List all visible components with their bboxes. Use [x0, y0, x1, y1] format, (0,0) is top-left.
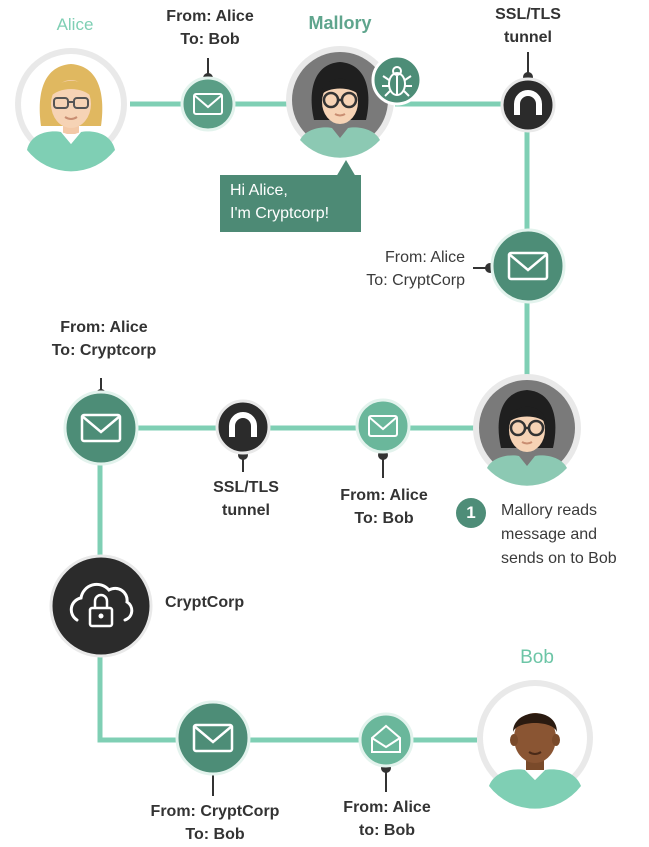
- bob-name-label: Bob: [520, 647, 554, 668]
- message-to: To: CryptCorp: [366, 272, 465, 289]
- message-from: From: Alice: [166, 8, 254, 25]
- mallory-name-label: Mallory: [308, 13, 372, 33]
- envelope-icon: [355, 398, 411, 454]
- envelope-icon: [490, 228, 566, 304]
- step-line: sends on to Bob: [501, 550, 617, 567]
- envelope-icon: [180, 76, 236, 132]
- speech-bubble: Hi Alice, I'm Cryptcorp!: [220, 175, 361, 232]
- message-label-4: From: Alice To: Bob: [340, 484, 427, 530]
- message-label-3: From: Alice To: Cryptcorp: [52, 316, 157, 362]
- bob-avatar: [477, 680, 593, 809]
- callout-pins: [96, 52, 533, 796]
- message-to: To: Bob: [185, 826, 245, 843]
- speech-bubble-tail: [336, 160, 356, 177]
- tunnel-label-line: SSL/TLS: [213, 479, 279, 496]
- message-to: To: Cryptcorp: [51, 342, 157, 359]
- message-label-6: From: Alice to: Bob: [343, 796, 430, 842]
- service-label: CryptCorp: [165, 594, 245, 611]
- mallory-avatar: [286, 46, 394, 158]
- tunnel-icon: [215, 399, 271, 455]
- bug-icon: [371, 54, 423, 106]
- envelope-icon: [175, 700, 251, 776]
- message-from: From: Alice: [384, 249, 465, 266]
- tunnel-icon: [500, 77, 556, 133]
- message-label-5: From: CryptCorp To: Bob: [151, 800, 280, 846]
- tunnel-label-2: SSL/TLS tunnel: [213, 476, 279, 522]
- message-label-2: From: Alice To: CryptCorp: [330, 246, 465, 292]
- cloud-lock-icon: [49, 554, 153, 658]
- tunnel-label-line: SSL/TLS: [495, 6, 561, 23]
- message-from: From: Alice: [60, 319, 148, 336]
- alice-name-label: Alice: [56, 15, 94, 34]
- message-to: to: Bob: [359, 822, 415, 839]
- open-envelope-icon: [358, 712, 414, 768]
- mallory-avatar: [473, 374, 581, 486]
- speech-line: I'm Cryptcorp!: [230, 205, 330, 222]
- step-description: Mallory reads message and sends on to Bo…: [501, 499, 617, 571]
- alice-avatar: [15, 48, 127, 172]
- step-line: Mallory reads: [501, 502, 598, 519]
- speech-line: Hi Alice,: [230, 182, 288, 199]
- envelope-icon: [63, 390, 139, 466]
- message-from: From: Alice: [340, 487, 428, 504]
- tunnel-label-1: SSL/TLS tunnel: [495, 3, 561, 49]
- message-label-1: From: Alice To: Bob: [166, 5, 253, 51]
- tunnel-label-line: tunnel: [222, 502, 270, 519]
- message-to: To: Bob: [180, 31, 240, 48]
- tunnel-label-line: tunnel: [504, 29, 552, 46]
- message-from: From: Alice: [343, 799, 431, 816]
- message-to: To: Bob: [354, 510, 414, 527]
- step-line: message and: [501, 526, 598, 543]
- message-from: From: CryptCorp: [150, 803, 280, 820]
- step-number-badge: 1: [456, 498, 486, 528]
